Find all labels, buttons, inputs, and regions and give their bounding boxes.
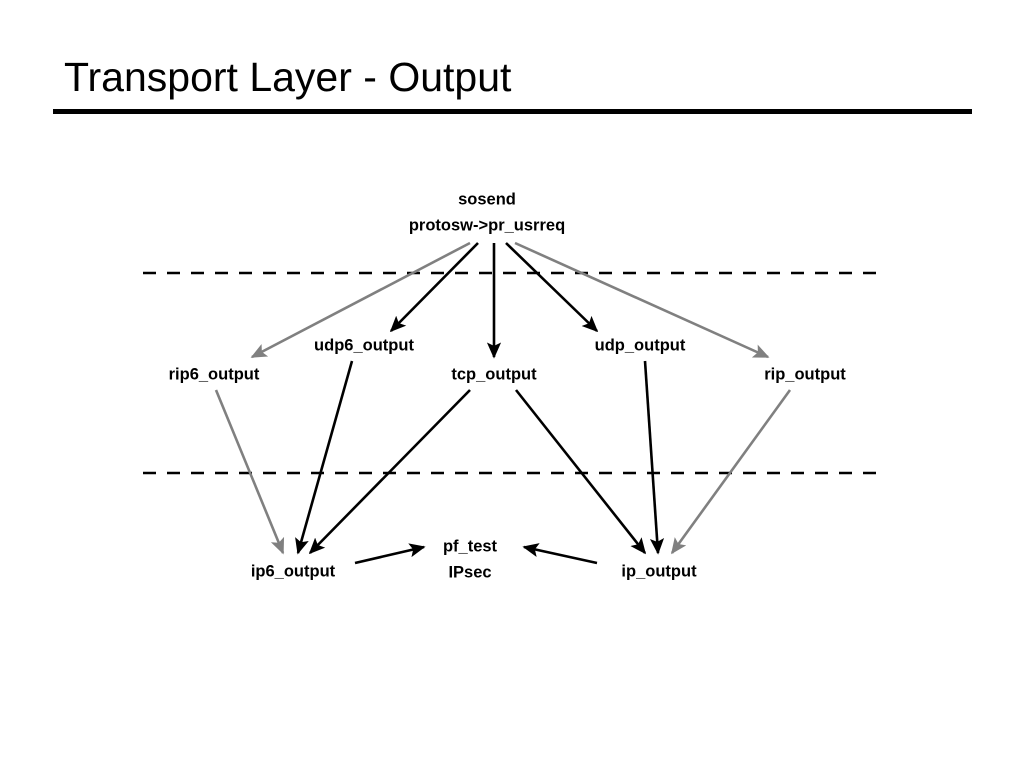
node-label-rip6_output-line-1: rip6_output [169, 365, 260, 383]
edge-ip_output-to-pf_test [522, 543, 598, 565]
edge-sosend-to-udp6_output [389, 242, 479, 333]
node-label-sosend-line-1: sosend [458, 190, 516, 208]
edge-sosend-to-udp_output [505, 242, 599, 333]
edge-rip_output-to-ip_output [670, 389, 792, 555]
edge-tcp_output-to-ip_output [514, 389, 647, 555]
edge-tcp_output-to-ip6_output [308, 389, 471, 555]
node-rip_output[interactable]: rip_output [764, 365, 846, 383]
edge-sosend-to-rip_output [514, 241, 770, 359]
diagram-edges [214, 241, 792, 565]
node-udp6_output[interactable]: udp6_output [314, 336, 414, 354]
node-label-udp6_output-line-1: udp6_output [314, 336, 414, 354]
node-label-sosend-line-2: protosw->pr_usrreq [409, 216, 565, 234]
node-label-udp_output-line-1: udp_output [595, 336, 686, 354]
node-sosend[interactable]: sosend protosw->pr_usrreq [409, 190, 565, 234]
node-udp_output[interactable]: udp_output [595, 336, 686, 354]
node-label-ip_output-line-1: ip_output [621, 562, 697, 580]
node-label-tcp_output-line-1: tcp_output [451, 365, 537, 383]
title-underline-rule [53, 109, 972, 114]
edge-rip6_output-to-ip6_output [214, 389, 285, 555]
page-title: Transport Layer - Output [64, 54, 512, 100]
edge-ip6_output-to-pf_test [354, 543, 426, 565]
node-rip6_output[interactable]: rip6_output [169, 365, 260, 383]
node-label-pf_test-line-1: pf_test [443, 537, 498, 555]
edge-sosend-to-rip6_output [250, 241, 471, 359]
node-ip_output[interactable]: ip_output [621, 562, 697, 580]
layer-dividers [143, 271, 885, 475]
edge-udp_output-to-ip_output [643, 360, 665, 555]
node-ip6_output[interactable]: ip6_output [251, 562, 336, 580]
node-label-ip6_output-line-1: ip6_output [251, 562, 336, 580]
node-tcp_output[interactable]: tcp_output [451, 365, 537, 383]
node-label-pf_test-line-2: IPsec [448, 563, 491, 581]
diagram-nodes: sosend protosw->pr_usrreq rip6_output udp6_… [169, 190, 847, 581]
edge-udp6_output-to-ip6_output [295, 360, 354, 555]
node-label-rip_output-line-1: rip_output [764, 365, 846, 383]
